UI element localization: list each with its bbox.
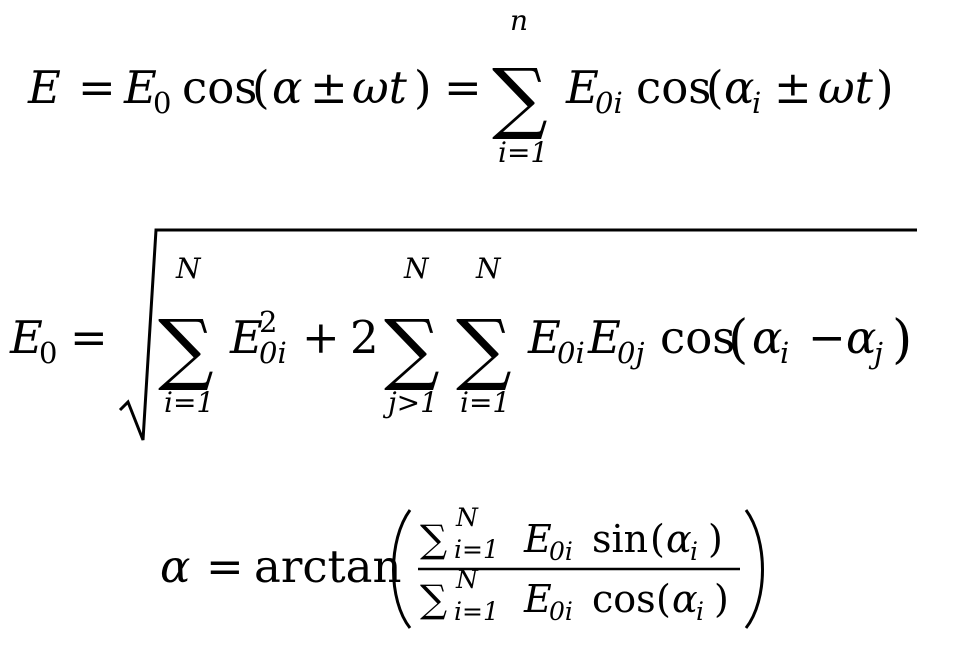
eq3-num-E-sub: 0i — [549, 537, 573, 566]
eq2-sum2-sign: ∑ — [384, 304, 440, 394]
eq3-den-alpha-sub: i — [696, 597, 704, 626]
eq3-num-alpha-sub: i — [690, 537, 698, 566]
eq3-num-sum: ∑ — [420, 517, 447, 561]
equation-2: E 0 = N ∑ i=1 E 2 0i + 2 N ∑ j>1 N ∑ i=1… — [9, 228, 917, 441]
eq1-sum-lower: i=1 — [498, 136, 548, 169]
eq3-big-lparen — [392, 509, 412, 629]
eq2-sum1-upper: N — [175, 252, 202, 285]
eq2-rparen: ) — [892, 310, 912, 370]
eq3-num-lparen: ( — [650, 517, 665, 561]
eq1-E0-sub: 0 — [153, 86, 171, 120]
eq1-cos-2: cos — [636, 61, 711, 114]
eq1-pm-2: ± — [774, 61, 812, 114]
eq1-omega-t-2: ωt — [818, 61, 874, 114]
eq1-pm: ± — [310, 61, 348, 114]
eq3-num-sin: sin — [592, 517, 648, 561]
eq2-minus: − — [808, 311, 846, 364]
eq3-den-lparen: ( — [656, 577, 671, 621]
eq2-E0j-base: E — [587, 311, 621, 364]
eq1-lparen: ( — [252, 61, 270, 114]
eq1-lparen-2: ( — [706, 61, 724, 114]
eq1-cos: cos — [182, 61, 257, 114]
eq2-sqrt-radical — [118, 228, 917, 441]
eq1-omega-t: ωt — [352, 61, 408, 114]
eq2-alpha-i: α — [752, 311, 782, 364]
eq2-cos: cos — [660, 311, 735, 364]
eq1-rparen-2: ) — [876, 61, 894, 114]
eq3-arctan: arctan — [254, 540, 401, 593]
eq3-den-sum: ∑ — [420, 577, 447, 621]
eq2-plus: + — [302, 311, 340, 364]
equation-3: α = arctan ∑ N i=1 E 0i sin ( α i ) ∑ N … — [160, 503, 764, 629]
eq2-lhs-sub: 0 — [39, 336, 57, 370]
eq3-den-upper: N — [455, 565, 479, 594]
eq3-den-lower: i=1 — [454, 597, 499, 626]
eq3-den-cos: cos — [592, 577, 656, 621]
eq2-sum3-upper: N — [475, 252, 502, 285]
eq1-alpha-i-base: α — [724, 61, 754, 114]
eq2-lhs-base: E — [9, 311, 43, 364]
eq2-sum3-sign: ∑ — [456, 304, 512, 394]
eq2-sum2-upper: N — [403, 252, 430, 285]
eq3-den-rparen: ) — [714, 577, 729, 621]
eq3-num-lower: i=1 — [454, 535, 499, 564]
eq2-equals: = — [70, 311, 108, 364]
eq2-E-sup: 2 — [259, 305, 277, 339]
eq3-den-alpha: α — [672, 577, 698, 621]
eq3-equals: = — [206, 540, 244, 593]
eq2-sum1-lower: i=1 — [164, 386, 214, 419]
eq3-num-E: E — [523, 517, 552, 561]
eq3-den-E: E — [523, 577, 552, 621]
eq3-lhs: α — [160, 540, 190, 593]
eq1-alpha-i-sub: i — [752, 86, 761, 120]
eq2-alpha-i-sub: i — [780, 336, 789, 370]
eq3-big-rparen — [744, 509, 764, 629]
eq2-lparen: ( — [728, 310, 748, 370]
eq2-E0j-sub: 0j — [617, 336, 644, 370]
eq1-sum-sign: ∑ — [492, 53, 548, 143]
eq1-E0i-sub: 0i — [595, 86, 623, 120]
eq3-num-rparen: ) — [708, 517, 723, 561]
eq1-rparen: ) — [414, 61, 432, 114]
eq2-sum1-sign: ∑ — [158, 304, 214, 394]
equation-1: E = E 0 cos ( α ± ωt ) = n ∑ i=1 E 0i co… — [27, 4, 894, 169]
eq1-E0i-base: E — [565, 61, 599, 114]
eq2-E-sub: 0i — [259, 336, 287, 370]
eq2-E0i-sub: 0i — [557, 336, 585, 370]
eq2-sum2-lower: j>1 — [382, 386, 438, 419]
eq1-sum-upper: n — [510, 4, 528, 37]
eq2-E-base: E — [229, 311, 263, 364]
eq1-E0-base: E — [123, 61, 157, 114]
eq1-equals-1: = — [78, 61, 116, 114]
eq3-num-alpha: α — [666, 517, 692, 561]
eq2-sum3-lower: i=1 — [460, 386, 510, 419]
eq1-equals-2: = — [444, 61, 482, 114]
eq1-lhs: E — [27, 61, 61, 114]
eq2-alpha-j: α — [846, 311, 876, 364]
eq3-den-E-sub: 0i — [549, 597, 573, 626]
eq3-num-upper: N — [455, 503, 479, 532]
eq2-two: 2 — [350, 311, 379, 364]
eq1-alpha: α — [272, 61, 302, 114]
eq2-E0i-base: E — [527, 311, 561, 364]
